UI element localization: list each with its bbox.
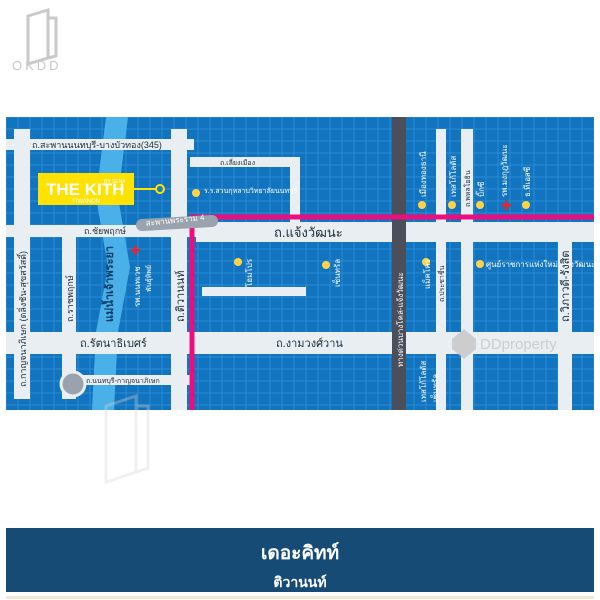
road-nonthaburi-kanchana — [70, 375, 190, 385]
road-kanchana-label: ถ.กาญจนาภิเษก (ตลิ่งชัน-สุขสวัสดิ์) — [16, 251, 29, 387]
poi-makro-label: แม็คโคร — [422, 259, 432, 289]
road-chaengwattana-label: ถ.แจ้งวัฒนะ — [274, 225, 343, 240]
poi-hospital-left-label: รพ.นนทเวช — [133, 266, 142, 307]
caption-subtitle: ติวานนท์ — [273, 574, 327, 590]
okdd-logo — [26, 8, 58, 67]
road-ngamwongwan-label: ถ.งามวงศ์วาน — [276, 337, 343, 350]
poi-mueang-thong — [418, 201, 426, 209]
caption-banner: เดอะคิทท์ ติวานนท์ — [6, 528, 594, 592]
road-rattanathibet — [6, 332, 594, 354]
road-tiwanon-label: ถ.ติวานนท์ — [174, 270, 187, 322]
road-prachachuen — [436, 129, 446, 410]
road-ratchaphruek-label: ถ.ราชพฤกษ์ — [64, 275, 75, 322]
road-ratchaphruek — [62, 225, 76, 399]
road-vibhavadi-label: ถ.วิภาวดี-รังสิต — [559, 251, 572, 322]
road-liang-mueang-label: ถ.เลี่ยงเมือง — [220, 158, 255, 167]
bridge-rama4 — [136, 215, 218, 231]
roundabout-icon — [59, 370, 87, 398]
project-name: THE KITH — [46, 180, 124, 199]
road-liang-mueang-v — [290, 157, 300, 242]
road-chaiyaphruek-label: ถ.ชัยพฤกษ์ — [84, 225, 126, 236]
road-kanchana — [14, 129, 30, 399]
road-sanambinnam-label: ถ.สะพานนนทบุรี-บางบัวทอง(345) — [32, 140, 162, 151]
poi-bigc — [476, 201, 484, 209]
poi-school — [192, 189, 200, 197]
road-rattanathibet-label: ถ.รัตนาธิเบศร์ — [80, 337, 147, 350]
road-tollway-label: ทางด่วนบางโคล่-แจ้งวัฒนะ — [395, 272, 405, 367]
poi-tops-label: โฮมโปร — [244, 258, 254, 287]
poi-bank — [522, 201, 530, 209]
poi-mueang-thong-label: เมืองทองธานี — [419, 151, 428, 197]
poi-central-bottom-label: เซ็นทรัล — [430, 374, 440, 402]
okdd-logo-text: OKDD — [12, 58, 62, 73]
poi-makro — [422, 258, 430, 266]
road-prachachuen-label: ถ.ประชาชื่น — [437, 265, 446, 302]
bottom-divider — [6, 596, 594, 599]
road-sanambinnam — [6, 139, 194, 150]
hospital-left-icon: ✚ — [130, 244, 141, 259]
poi-school-label: ร.ร.สวนกุหลาบวิทยาลัยนนทบุรี — [204, 187, 298, 195]
poi-gov-center — [476, 260, 484, 268]
project-label-box — [38, 173, 134, 205]
poi-lotus-bottom-label: เทสโก้โลตัส — [418, 361, 428, 402]
poi-lotus-top-label: เทสโก้โลตัส — [448, 156, 458, 197]
poi-lotus-top — [448, 201, 456, 209]
ddproperty-text: DDproperty — [480, 336, 557, 353]
poi-bigc-label: บิ๊กซี — [475, 181, 486, 197]
poi-central-label: เซ็นทรัล — [332, 259, 342, 287]
road-rama4-spur — [202, 287, 306, 296]
location-map: สะพานพระราม 4 THE KITH BY SENA TIWANON ร… — [6, 117, 594, 410]
road-tollway — [392, 117, 406, 410]
ddproperty-logo-icon — [452, 329, 476, 359]
project-marker: THE KITH BY SENA TIWANON — [38, 173, 165, 205]
road-vibhavadi — [558, 227, 572, 410]
poi-mall-label: พันธุ์ทิพย์ — [145, 265, 153, 292]
poi-central — [322, 261, 330, 269]
poi-tops — [234, 258, 242, 266]
poi-hospital-right-label: รพ.มงกุฎวัฒนะ — [500, 144, 509, 197]
road-tiwanon — [171, 129, 187, 410]
road-liang-mueang — [190, 157, 298, 167]
hospital-right-icon: ✚ — [501, 199, 512, 214]
poi-bank-label: ธ.ทีเอสซี — [523, 166, 532, 197]
project-pin — [155, 184, 165, 194]
project-sub: TIWANON — [72, 199, 100, 205]
okdd-watermark-icon — [104, 393, 150, 485]
project-tag: BY SENA — [104, 179, 126, 185]
caption-title: เดอะคิทท์ — [260, 543, 340, 564]
ddproperty-watermark: DDproperty — [452, 329, 557, 359]
road-phahon-label: ถ.พหลโยธิน — [463, 170, 472, 207]
road-nonthaburi-kanchana-label: ถ.นนทบุรี-กาญจนาภิเษก — [86, 377, 160, 385]
river-label: แม่น้ำเจ้าพระยา — [101, 246, 116, 322]
poi-gov-center-label: ศูนย์ราชการแห่งใหม่ แจ้งวัฒนะ — [486, 259, 594, 270]
